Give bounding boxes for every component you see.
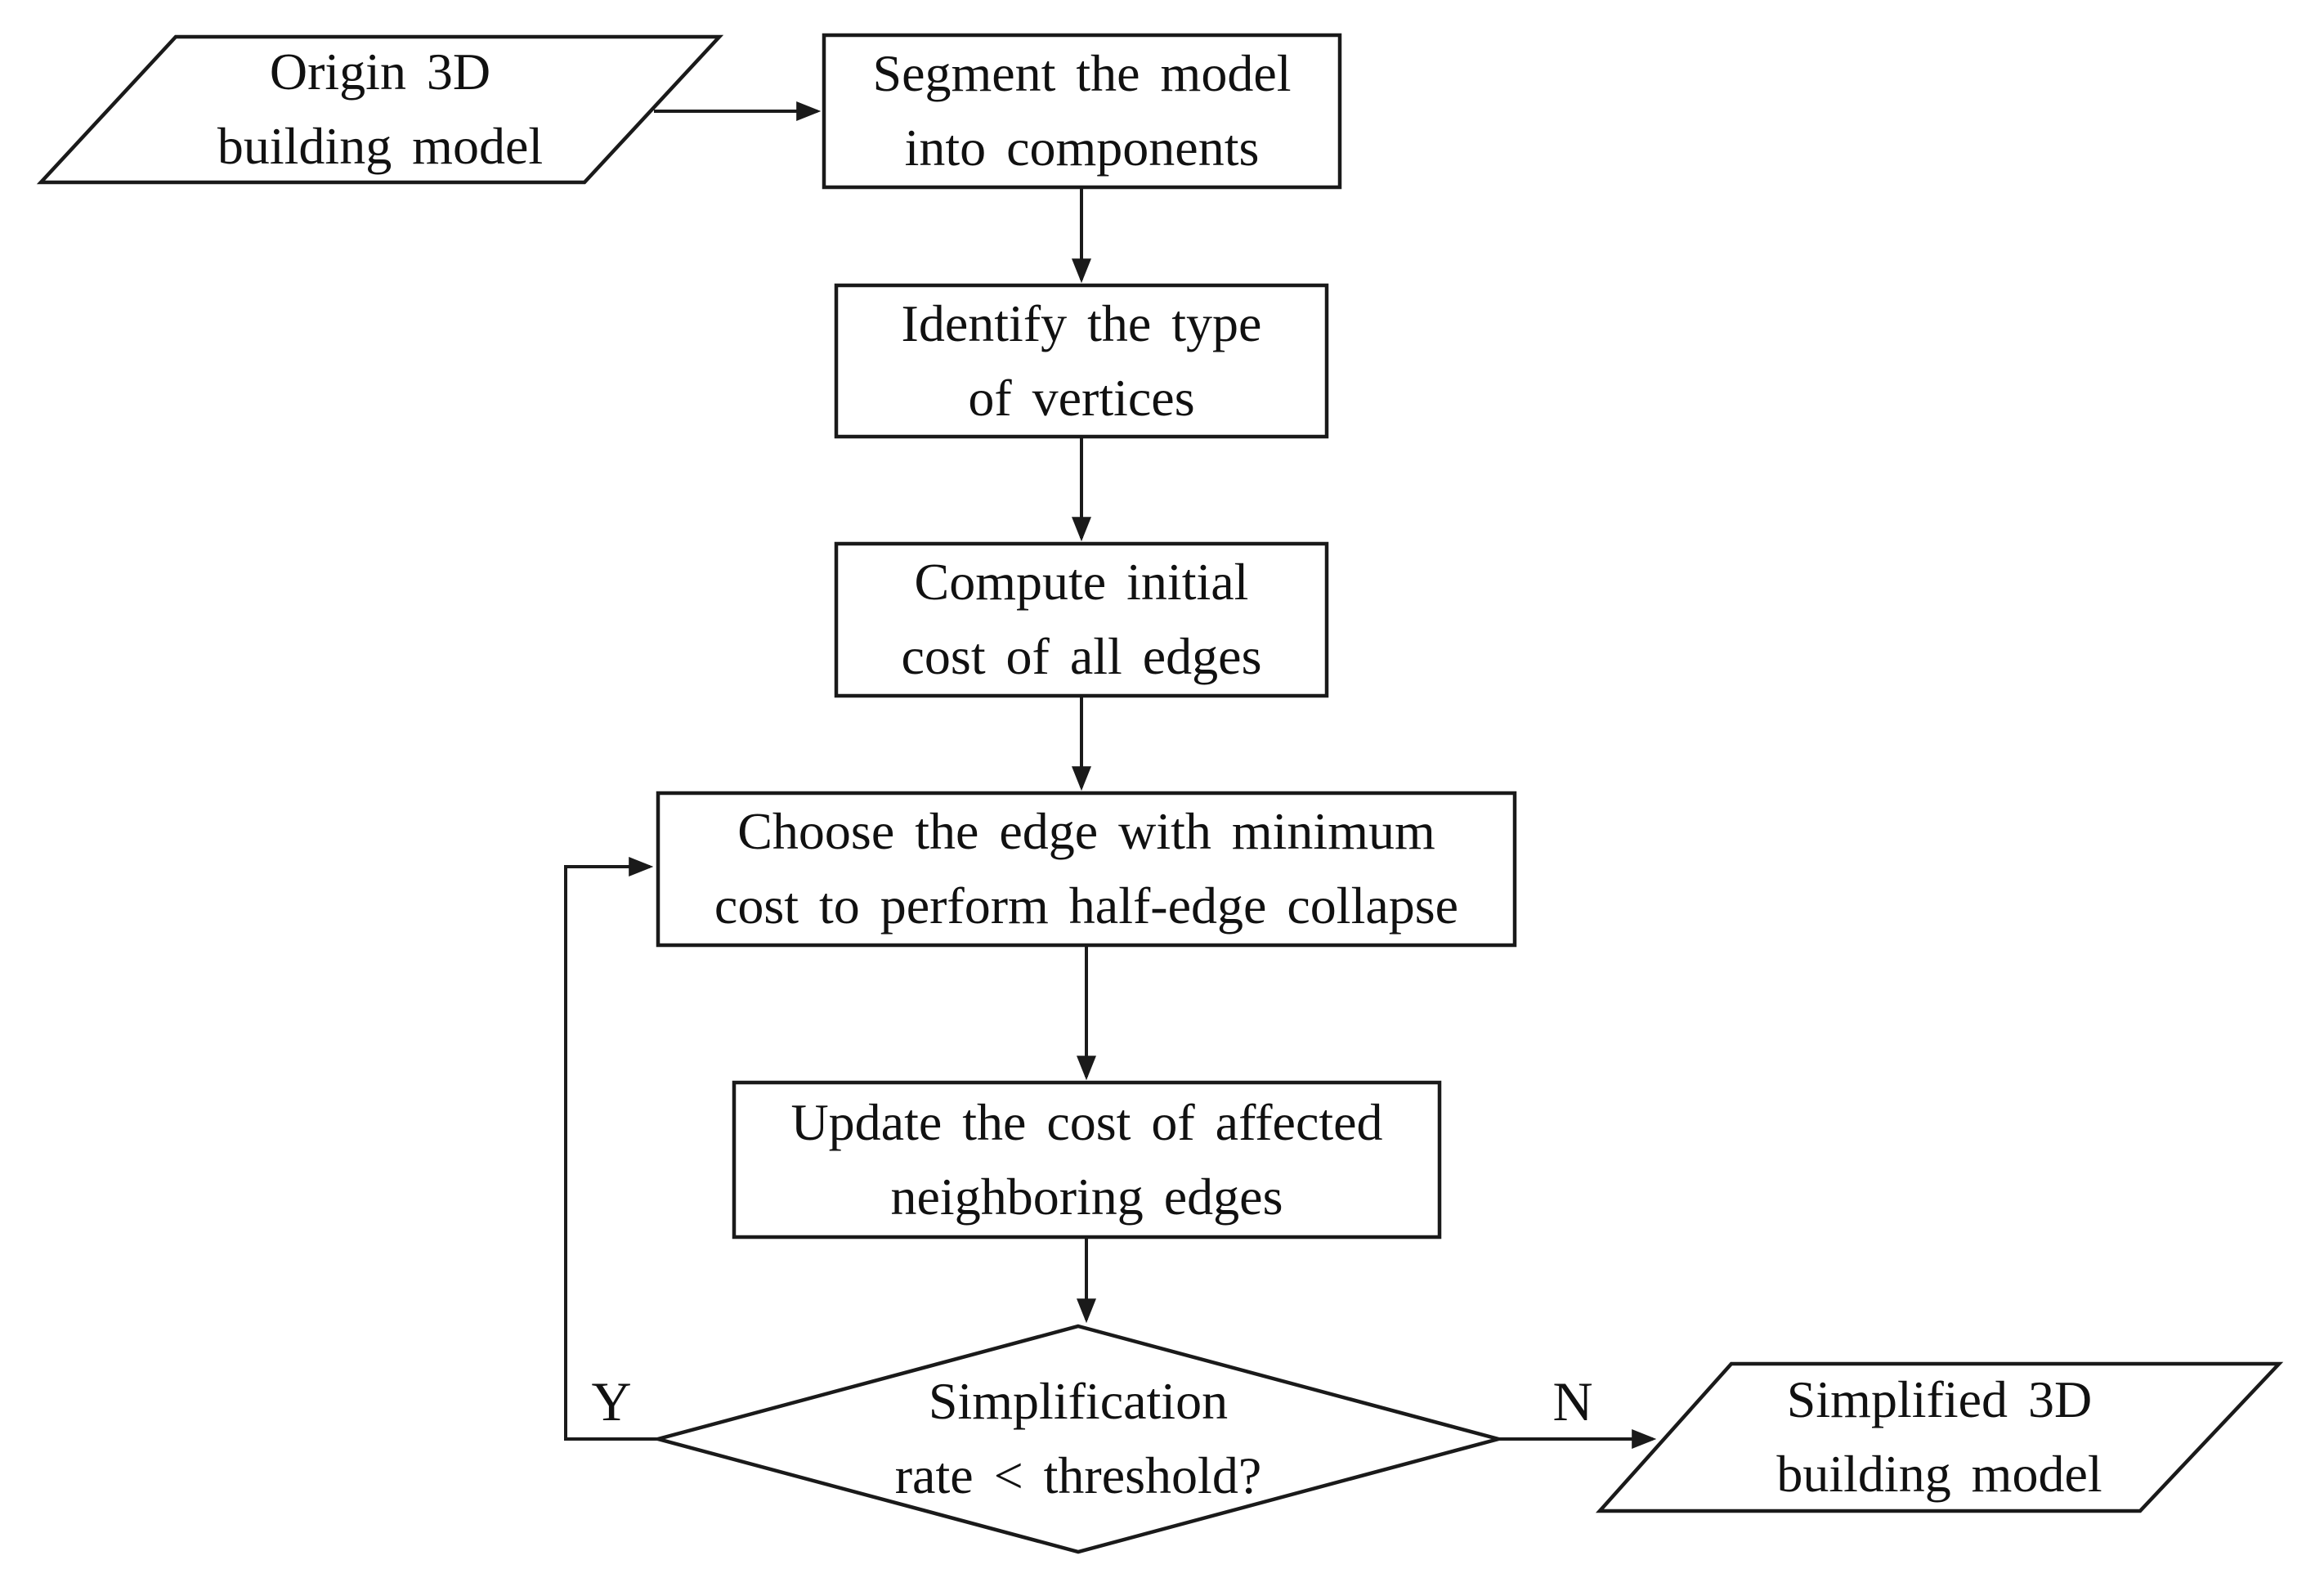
segment-box: [822, 33, 1342, 190]
result-parallelogram: [1595, 1361, 2284, 1513]
compute-box: [834, 541, 1329, 698]
update-box: [732, 1080, 1442, 1240]
origin-parallelogram: [36, 34, 724, 185]
arrow-decision-yes-loop: [564, 857, 658, 1441]
decision-diamond: [651, 1324, 1506, 1554]
choose-box: [656, 791, 1517, 948]
identify-box: [834, 283, 1329, 439]
